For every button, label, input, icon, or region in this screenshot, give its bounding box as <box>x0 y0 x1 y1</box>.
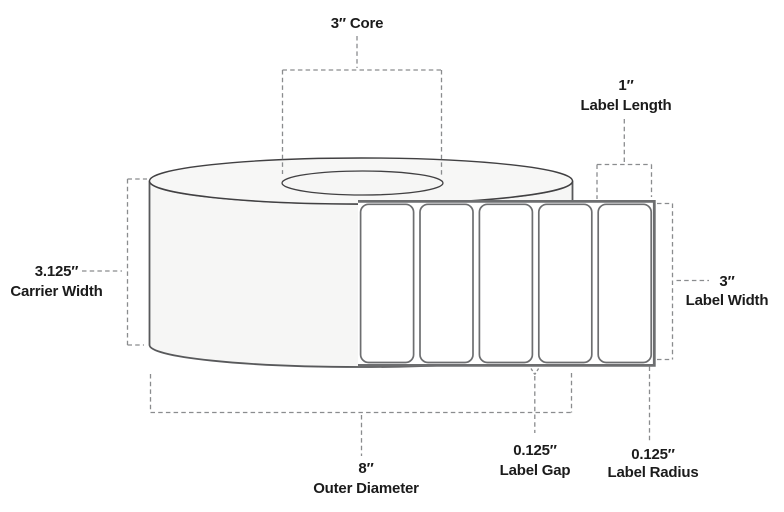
dimension-value: 0.125″ <box>513 442 557 459</box>
label-gap-callout: 0.125″ Label Gap <box>477 441 593 480</box>
dimension-label: Label Radius <box>607 463 699 481</box>
die-cut-label-2 <box>419 203 474 364</box>
die-cut-labels <box>359 203 653 364</box>
dimension-lines-core <box>281 36 443 177</box>
dimension-label: Label Gap <box>499 461 571 479</box>
dimension-lines-label-gap <box>530 368 540 433</box>
dimension-value: 0.125″ <box>631 446 675 463</box>
dimension-lines-label-width <box>657 202 709 361</box>
dimension-label: Label Width <box>685 292 769 309</box>
carrier-width-callout: 3.125″ Carrier Width <box>0 262 113 301</box>
die-cut-label-4 <box>537 203 593 364</box>
die-cut-label-3 <box>478 203 534 364</box>
dimension-value: 3″ <box>330 15 346 32</box>
die-cut-label-5 <box>597 203 653 364</box>
label-width-callout: 3″ Label Width <box>671 272 783 310</box>
dimension-label: Outer Diameter <box>313 479 419 497</box>
dimension-value: 8″ <box>358 460 374 477</box>
dimension-lines-carrier-width <box>82 178 147 346</box>
dimension-label: Core <box>349 15 384 32</box>
label-length-callout: 1″ Label Length <box>561 76 691 115</box>
dimension-lines-label-length <box>596 119 653 199</box>
dimension-lines-outer-diameter <box>149 373 573 456</box>
die-cut-label-1 <box>359 203 415 364</box>
core-callout: 3″ Core <box>287 14 427 34</box>
dimension-value: 3″ <box>719 273 735 290</box>
dimension-label: Carrier Width <box>10 282 103 300</box>
dimension-value: 1″ <box>618 77 634 94</box>
label-radius-callout: 0.125″ Label Radius <box>595 446 711 481</box>
roll-core-ellipse <box>281 170 444 196</box>
dimension-label: Label Length <box>580 96 672 114</box>
dimension-value: 3.125″ <box>34 263 79 280</box>
outer-diameter-callout: 8″ Outer Diameter <box>293 459 439 498</box>
